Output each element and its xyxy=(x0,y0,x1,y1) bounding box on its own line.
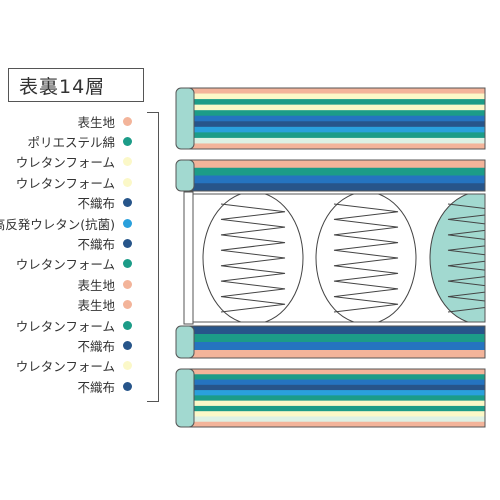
layer-stripe xyxy=(186,88,485,94)
legend-item: ウレタンフォーム xyxy=(16,315,132,335)
layer-stripe xyxy=(186,350,485,359)
layer-stripe xyxy=(186,93,485,100)
layer-stripe xyxy=(186,143,485,150)
legend-item: ポリエステル綿 xyxy=(27,131,132,151)
pocket-spring xyxy=(315,194,417,322)
legend-item: 不織布 xyxy=(77,335,132,355)
core-outline xyxy=(192,193,486,323)
legend-color-dot xyxy=(123,136,132,146)
layer-stripe xyxy=(186,342,485,351)
upper-comfort-pad xyxy=(175,159,486,192)
layer-stripe xyxy=(186,416,485,423)
pad-edge-roll xyxy=(175,368,195,428)
legend-bracket xyxy=(147,112,159,402)
legend-label: 不織布 xyxy=(77,338,115,354)
legend-label: ウレタンフォーム xyxy=(15,257,115,273)
legend-item: ウレタンフォーム xyxy=(16,172,132,192)
legend-item: 表生地 xyxy=(77,295,132,315)
layer-stripe xyxy=(186,400,485,407)
layer-stripe xyxy=(186,379,485,386)
pad-edge-roll xyxy=(175,159,195,192)
layer-stripe xyxy=(186,121,485,128)
legend-color-dot xyxy=(123,381,132,391)
legend-color-dot xyxy=(123,218,132,228)
layer-stripe xyxy=(186,160,485,169)
legend-color-dot xyxy=(123,340,132,350)
spring-core xyxy=(183,191,486,325)
legend-color-dot xyxy=(123,361,132,371)
legend-color-dot xyxy=(123,116,132,126)
legend-label: 表生地 xyxy=(77,114,115,130)
legend-color-dot xyxy=(123,259,132,269)
legend-label: 表生地 xyxy=(77,298,115,314)
legend-label: 表生地 xyxy=(77,277,115,293)
layer-stripe xyxy=(186,115,485,122)
legend-label: 不織布 xyxy=(77,236,115,252)
legend-color-dot xyxy=(123,198,132,208)
layer-stripe xyxy=(186,390,485,396)
legend-color-dot xyxy=(123,177,132,187)
spring-row xyxy=(202,194,485,322)
legend-label: ウレタンフォーム xyxy=(15,175,115,191)
legend-item: ウレタンフォーム xyxy=(16,254,132,274)
legend-item: 不織布 xyxy=(77,233,132,253)
layer-stripe xyxy=(186,421,485,428)
layer-stripe xyxy=(186,99,485,106)
legend-item: ウレタンフォーム xyxy=(16,356,132,376)
layer-stripe xyxy=(186,137,485,144)
pocket-spring xyxy=(202,194,304,322)
layer-stripe xyxy=(186,374,485,380)
diagram-title-text: 表裏14層 xyxy=(19,75,106,98)
legend-color-dot xyxy=(123,300,132,310)
legend-item: ウレタンフォーム xyxy=(16,152,132,172)
layer-stripe xyxy=(186,167,485,176)
legend-label: 高反発ウレタン(抗菌) xyxy=(0,216,115,232)
legend-item: 表生地 xyxy=(77,274,132,294)
layer-stripe xyxy=(186,175,485,184)
spring-coil xyxy=(220,203,286,313)
core-side-panel xyxy=(183,191,194,325)
legend-label: 不織布 xyxy=(77,379,115,395)
pad-edge-roll xyxy=(175,325,195,359)
layer-stripe xyxy=(186,411,485,417)
layer-stripe xyxy=(186,384,485,391)
layer-stripe xyxy=(186,405,485,412)
diagram-title: 表裏14層 xyxy=(8,68,144,102)
layer-stripe xyxy=(186,334,485,343)
legend-item: 不織布 xyxy=(77,193,132,213)
legend-color-dot xyxy=(123,320,132,330)
pocket-spring xyxy=(429,194,485,322)
legend-label: ウレタンフォーム xyxy=(15,359,115,375)
layer-stripe xyxy=(186,104,485,111)
spring-coil xyxy=(447,203,485,313)
legend-color-dot xyxy=(123,157,132,167)
legend-label: ウレタンフォーム xyxy=(15,318,115,334)
bottom-quilt-pad xyxy=(175,368,486,428)
spring-coil xyxy=(333,203,399,313)
top-quilt-pad xyxy=(175,87,486,150)
legend-color-dot xyxy=(123,279,132,289)
lower-comfort-pad xyxy=(175,325,486,359)
legend-label: ポリエステル綿 xyxy=(27,134,115,150)
layer-stripe xyxy=(186,369,485,375)
layer-stripe xyxy=(186,132,485,139)
layer-stripe xyxy=(186,110,485,117)
layer-stripe xyxy=(186,326,485,335)
pad-edge-roll xyxy=(175,87,195,150)
layer-stripe xyxy=(186,126,485,133)
legend-item: 高反発ウレタン(抗菌) xyxy=(0,213,132,233)
layer-stripe xyxy=(186,395,485,402)
legend-label: 不織布 xyxy=(77,196,115,212)
legend-label: ウレタンフォーム xyxy=(15,155,115,171)
legend-item: 不織布 xyxy=(77,376,132,396)
layer-stripe xyxy=(186,183,485,192)
legend-item: 表生地 xyxy=(77,111,132,131)
legend-color-dot xyxy=(123,238,132,248)
